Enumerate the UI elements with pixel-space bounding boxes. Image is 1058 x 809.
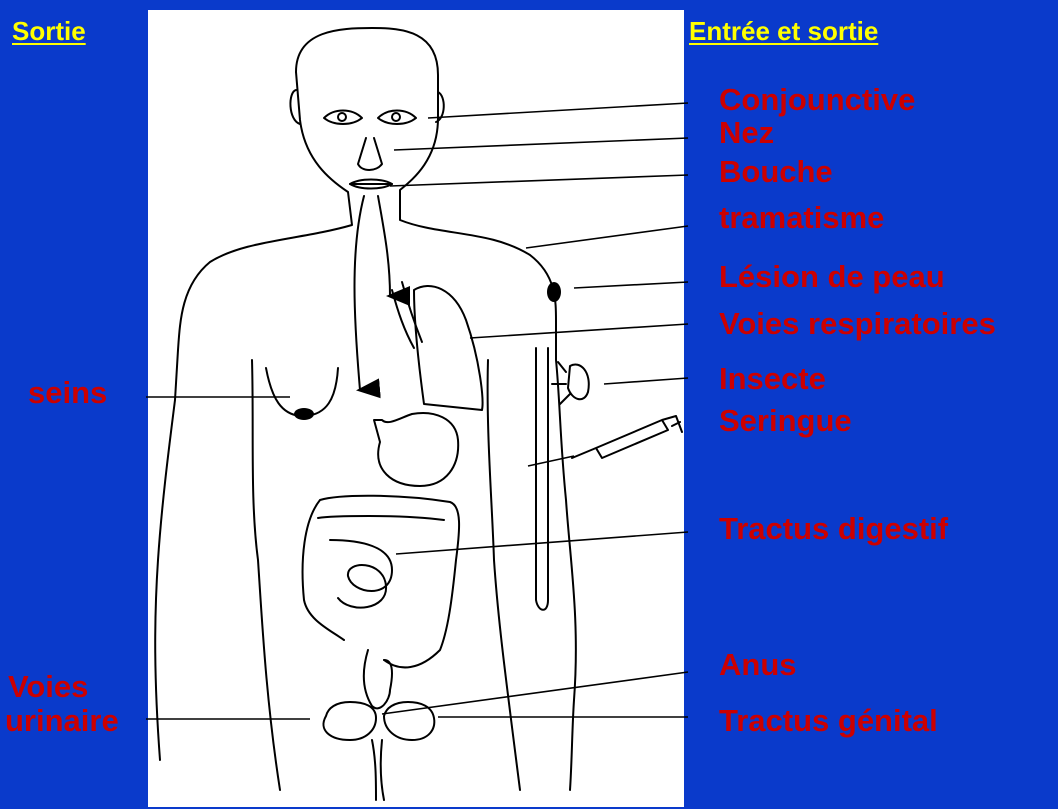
leader-insecte: [604, 378, 688, 384]
label-seringue: Seringue: [719, 406, 852, 436]
label-lesion-peau: Lésion de peau: [719, 262, 945, 292]
label-nez: Nez: [719, 118, 774, 148]
leader-bouche: [390, 175, 688, 186]
label-conjonctive: Conjounctive: [719, 85, 915, 115]
label-bouche: Bouche: [719, 157, 833, 187]
leader-tractus-digestif: [396, 532, 688, 554]
label-voies-urinaire-line1: Voies: [8, 672, 88, 702]
label-tractus-digestif: Tractus digestif: [719, 514, 948, 544]
label-seins: seins: [28, 378, 107, 408]
label-voies-respiratoires: Voies respiratoires: [719, 309, 996, 339]
label-voies-urinaire-line2: urinaire: [5, 706, 119, 736]
lung: [414, 286, 482, 410]
label-traumatisme: tramatisme: [719, 203, 884, 233]
leader-seringue: [528, 456, 574, 466]
label-insecte: Insecte: [719, 364, 826, 394]
leader-traumatisme: [526, 226, 688, 248]
large-intestine: [303, 496, 460, 668]
label-anus: Anus: [719, 650, 797, 680]
bladder: [323, 702, 376, 740]
leader-voies-respiratoires: [470, 324, 688, 338]
leader-anus: [382, 672, 688, 714]
leader-conjonctive: [428, 103, 688, 118]
stomach: [374, 413, 458, 486]
label-tractus-genital: Tractus génital: [719, 706, 938, 736]
leader-lesion-peau: [574, 282, 688, 288]
body-outline: [296, 28, 576, 790]
leader-nez: [394, 138, 688, 150]
